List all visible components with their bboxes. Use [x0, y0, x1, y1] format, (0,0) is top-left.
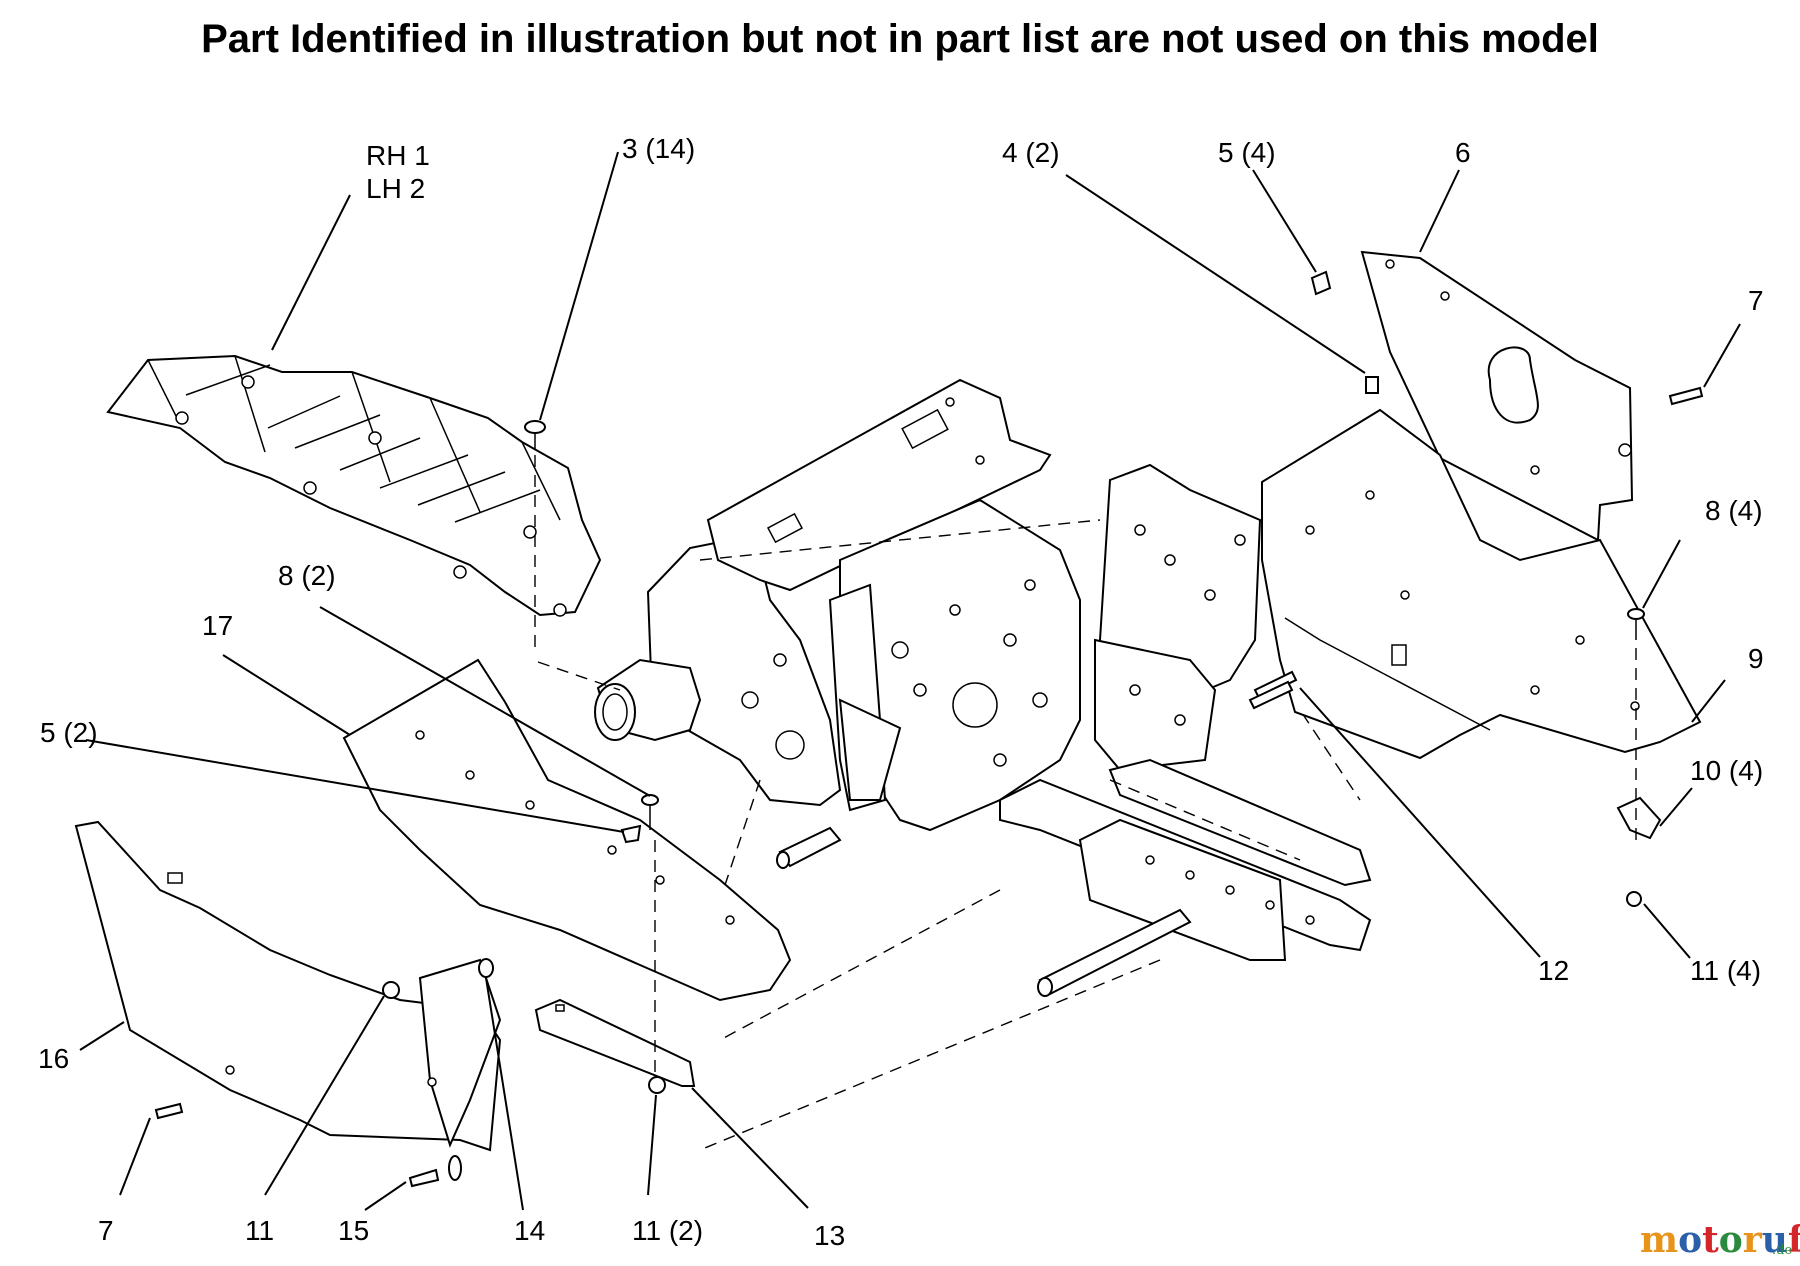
callout-8-left: 8 (2) — [278, 560, 336, 591]
panel-17-part — [342, 658, 792, 1002]
watermark-letter: m — [1640, 1219, 1678, 1261]
hardware — [154, 270, 1704, 1188]
watermark-letter: r — [1743, 1219, 1763, 1261]
running-board-part — [106, 354, 602, 617]
watermark-letter: o — [1719, 1219, 1743, 1261]
watermark-logo: motoruf .de — [1640, 1219, 1800, 1261]
callout-labels: RH 1 LH 2 3 (14) 4 (2) 5 (4) 6 7 8 (4) 9… — [38, 133, 1764, 1251]
callout-3: 3 (14) — [622, 133, 695, 164]
panel-6-part — [1360, 250, 1634, 542]
callout-5-top: 5 (4) — [1218, 137, 1276, 168]
watermark-letter: o — [1678, 1219, 1702, 1261]
callout-10: 10 (4) — [1690, 755, 1763, 786]
callout-8-right: 8 (4) — [1705, 495, 1763, 526]
watermark-letter: u — [1762, 1219, 1788, 1261]
callout-12: 12 — [1538, 955, 1569, 986]
callout-11-right: 11 (4) — [1690, 955, 1761, 986]
callout-lh2: LH 2 — [366, 173, 425, 204]
callout-4: 4 (2) — [1002, 137, 1060, 168]
panel-16-part — [74, 820, 502, 1152]
watermark-letter: f — [1788, 1219, 1800, 1261]
watermark-tld: .de — [1772, 1243, 1792, 1258]
callout-11-bottom: 11 (2) — [632, 1215, 703, 1246]
callout-5-left: 5 (2) — [40, 717, 98, 748]
callout-13: 13 — [814, 1220, 845, 1251]
callout-9: 9 — [1748, 643, 1764, 674]
callout-7-left: 7 — [98, 1215, 114, 1246]
frame-assembly — [537, 378, 1372, 1151]
callout-16: 16 — [38, 1043, 69, 1074]
watermark-letter: t — [1702, 1219, 1719, 1261]
callout-14: 14 — [514, 1215, 545, 1246]
watermark-brand: motoruf — [1640, 1219, 1800, 1261]
callout-11-left: 11 — [245, 1215, 274, 1246]
callout-17: 17 — [202, 610, 233, 641]
clip-10-part — [1616, 796, 1662, 840]
callout-15: 15 — [338, 1215, 369, 1246]
callout-7-right: 7 — [1748, 285, 1764, 316]
leader-lines — [79, 151, 1741, 1211]
bracket-13-part — [534, 998, 696, 1087]
callout-rh1: RH 1 — [366, 140, 430, 171]
callout-6: 6 — [1455, 137, 1471, 168]
diagram-title: Part Identified in illustration but not … — [201, 17, 1599, 61]
